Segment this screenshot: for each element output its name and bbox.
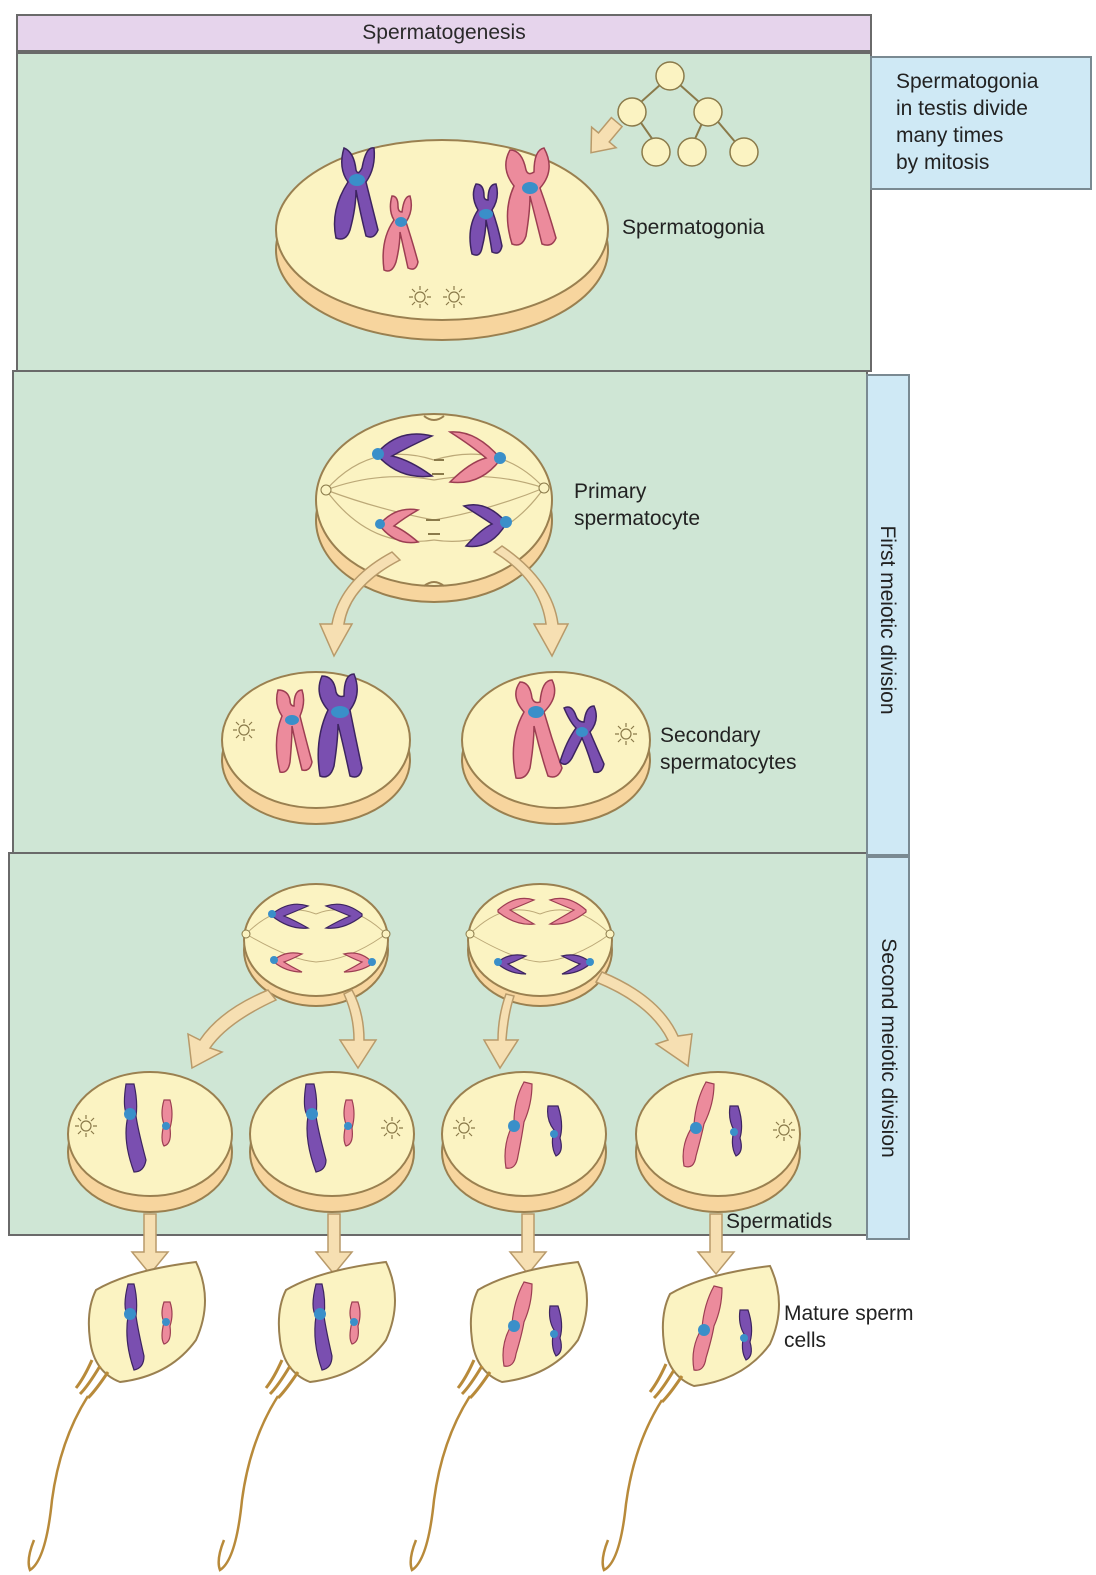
spermatogonia-lineage-tree [579,62,758,166]
primary-spermatocyte-cell [316,414,552,602]
primary-spermatocyte-label: Primary spermatocyte [574,478,700,532]
dividing-cell-left [242,884,390,1006]
mature-sperm-label: Mature sperm cells [784,1300,914,1354]
primary-spermatocyte-label-line1: Primary [574,478,700,505]
spermatid-1 [68,1072,232,1212]
mature-sperm-label-line2: cells [784,1327,914,1354]
arrow-to-sperm-3 [510,1214,546,1274]
secondary-spermatocytes-label-line1: Secondary [660,722,797,749]
spermatids-label: Spermatids [726,1208,832,1235]
spermatid-3 [442,1072,606,1212]
mature-sperm-4 [603,1266,779,1570]
secondary-spermatocyte-cell-right [462,672,650,824]
arrow-to-spermatid-4 [596,972,692,1066]
spermatogonia-label: Spermatogonia [622,214,764,241]
spermatid-2 [250,1072,414,1212]
arrow-to-spermatid-1 [188,990,276,1068]
spermatid-4 [636,1072,800,1212]
secondary-spermatocyte-cell-left [222,672,410,824]
primary-spermatocyte-label-line2: spermatocyte [574,505,700,532]
dividing-cell-right [466,884,614,1006]
mature-sperm-3 [411,1262,587,1570]
secondary-spermatocytes-label: Secondary spermatocytes [660,722,797,776]
mature-sperm-label-line1: Mature sperm [784,1300,914,1327]
arrow-to-spermatid-3 [484,994,518,1068]
arrow-to-sperm-1 [132,1214,168,1274]
secondary-spermatocytes-label-line2: spermatocytes [660,749,797,776]
mature-sperm-1 [29,1262,205,1570]
mature-sperm-2 [219,1262,395,1570]
arrow-to-sperm-2 [316,1214,352,1274]
spermatogonia-cell [276,140,608,340]
